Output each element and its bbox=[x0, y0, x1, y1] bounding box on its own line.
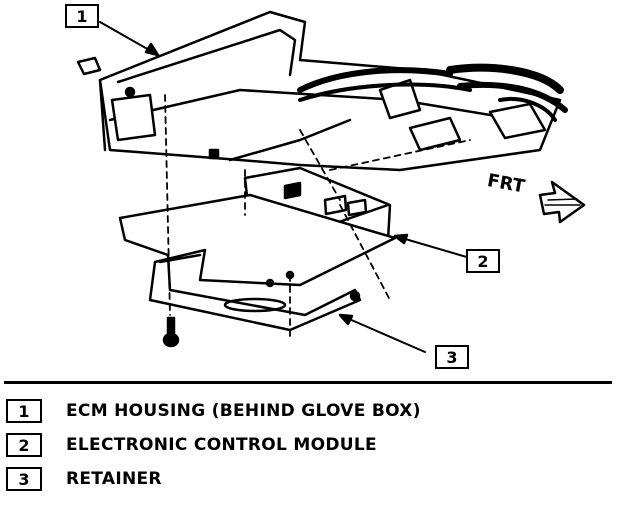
legend-number: 2 bbox=[6, 433, 42, 457]
legend-text: RETAINER bbox=[66, 469, 162, 489]
legend-row: 2 ELECTRONIC CONTROL MODULE bbox=[6, 432, 377, 458]
legend-row: 1 ECM HOUSING (BEHIND GLOVE BOX) bbox=[6, 398, 421, 424]
ecm-diagram: FRT bbox=[76, 10, 586, 353]
front-direction-label: FRT bbox=[486, 170, 527, 197]
callout-3: 3 bbox=[435, 345, 469, 369]
ecm-housing-illustration bbox=[76, 10, 568, 172]
legend-text: ECM HOUSING (BEHIND GLOVE BOX) bbox=[66, 401, 421, 421]
legend-row: 3 RETAINER bbox=[6, 466, 162, 492]
bolt-illustration bbox=[162, 316, 180, 348]
callout-1: 1 bbox=[65, 4, 99, 28]
callout-2: 2 bbox=[466, 249, 500, 273]
legend-number: 3 bbox=[6, 467, 42, 491]
front-arrow-icon bbox=[538, 180, 586, 224]
legend-text: ELECTRONIC CONTROL MODULE bbox=[66, 435, 377, 455]
legend-number: 1 bbox=[6, 399, 42, 423]
legend-divider bbox=[4, 381, 612, 384]
